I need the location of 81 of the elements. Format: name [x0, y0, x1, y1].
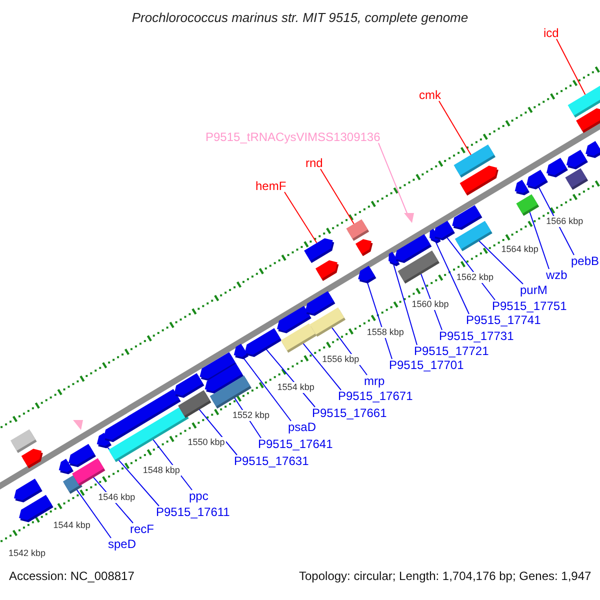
gene-block: [72, 458, 106, 486]
gene-block: [304, 238, 334, 263]
gene-label: P9515_17671: [338, 390, 413, 402]
gene-block: [10, 429, 37, 453]
gene-block: [210, 376, 252, 409]
leader-line: [301, 341, 342, 390]
gene-label: ppc: [189, 490, 208, 502]
gene-label: mrp: [364, 375, 385, 387]
leader-line: [378, 142, 408, 215]
trna-marker: [404, 213, 414, 223]
tick-label: 1552 kbp: [232, 410, 271, 420]
gene-block: [460, 166, 498, 196]
gene-label: P9515_tRNACysVIMSS1309136: [206, 131, 380, 143]
gene-block: [516, 194, 540, 216]
gene-block: [566, 150, 588, 170]
gene-label: P9515_17751: [492, 300, 567, 312]
tick-label: 1558 kbp: [366, 326, 405, 338]
gene-label: psaD: [288, 421, 316, 433]
gene-block: [358, 266, 376, 284]
trna-marker: [73, 420, 83, 430]
accession-text: Accession: NC_008817: [9, 570, 134, 582]
tick-label: 1554 kbp: [276, 382, 316, 393]
gene-block: [108, 406, 189, 462]
gene-block: [280, 323, 317, 353]
tick-label: 1548 kbp: [142, 464, 181, 476]
gene-block: [546, 158, 568, 178]
gene-block: [310, 307, 346, 337]
leader-line: [435, 240, 470, 314]
tick-label: 1546 kbp: [97, 492, 136, 504]
leader-line: [476, 238, 524, 284]
gene-label: speD: [108, 538, 136, 550]
leader-line: [438, 100, 472, 156]
genome-summary: Topology: circular; Length: 1,704,176 bp; Genes: 1,947: [299, 570, 592, 582]
gene-label: hemF: [256, 180, 286, 192]
gene-label: cmk: [419, 89, 441, 101]
tick-label: 1542 kbp: [8, 548, 47, 558]
gene-label: purM: [520, 284, 548, 296]
leader-line: [320, 168, 354, 224]
gene-block: [19, 494, 54, 522]
gene-block: [14, 478, 42, 502]
gene-label: P9515_17641: [258, 438, 333, 450]
gene-label: rnd: [306, 157, 323, 169]
gene-label: P9515_17721: [414, 345, 489, 357]
gene-block: [565, 168, 588, 190]
gene-label: wzb: [546, 269, 568, 281]
gene-block: [315, 260, 339, 281]
gene-label: icd: [544, 27, 559, 39]
gene-block: [586, 141, 600, 158]
gene-block: [346, 219, 370, 241]
gene-block: [576, 108, 600, 133]
gene-block: [433, 220, 455, 240]
gene-block: [452, 205, 482, 230]
gene-block: [454, 220, 492, 252]
tick-label: 1566 kbp: [545, 216, 584, 228]
gene-label: P9515_17661: [312, 407, 387, 419]
leader-line: [197, 407, 238, 456]
tick-label: 1556 kbp: [321, 354, 360, 366]
gene-label: P9515_17741: [466, 314, 541, 326]
tick-label: 1564 kbp: [500, 244, 540, 255]
gene-label: P9515_17631: [234, 455, 309, 467]
tick-label: 1544 kbp: [52, 520, 92, 531]
title: Prochlorococcus marinus str. MIT 9515, complete genome: [130, 11, 470, 24]
leader-line: [242, 356, 292, 422]
gene-block: [244, 328, 282, 357]
tick-label: 1560 kbp: [410, 299, 450, 310]
gene-block: [178, 390, 212, 418]
gene-label: recF: [130, 523, 154, 535]
gene-label: P9515_17731: [439, 330, 514, 342]
gene-block: [398, 250, 440, 284]
gene-label: P9515_17701: [389, 359, 464, 371]
leader-line: [74, 487, 112, 538]
gene-block: [355, 239, 373, 256]
gene-label: pebB: [571, 255, 600, 267]
leader-line: [284, 192, 318, 244]
gene-block: [21, 448, 43, 468]
tick-label: 1562 kbp: [456, 272, 495, 282]
tick-label: 1550 kbp: [186, 437, 226, 448]
leader-line: [556, 38, 586, 96]
gene-block: [305, 291, 336, 316]
leader-line: [393, 264, 418, 346]
gene-label: P9515_17611: [156, 506, 230, 518]
